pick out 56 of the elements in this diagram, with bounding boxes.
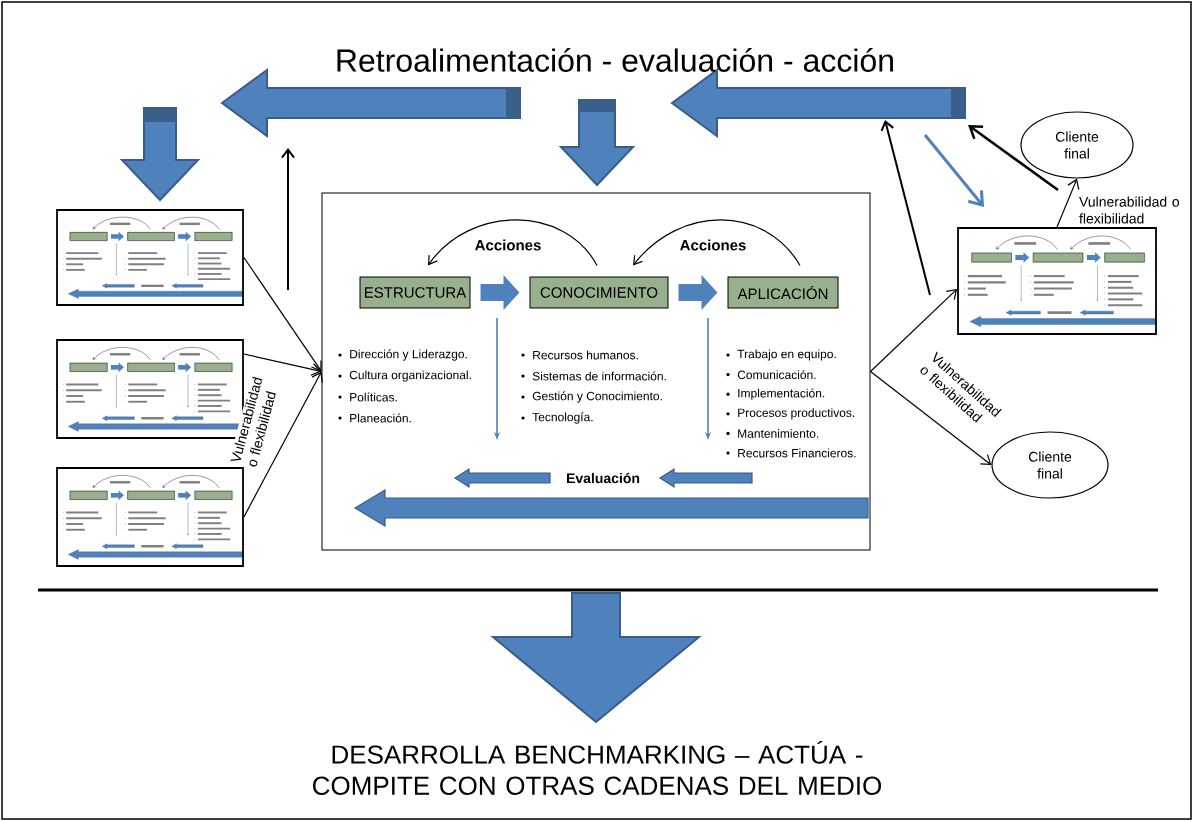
- curved-arrow: [162, 475, 220, 488]
- list-item: Implementación.: [726, 388, 825, 400]
- conclusion-text: DESARROLLA BENCHMARKING – ACTÚA - COMPITE CON OTRAS CADENAS DEL MEDIO: [313, 741, 882, 795]
- diagram-thumbnail: [56, 209, 244, 306]
- stage-box: [69, 232, 108, 241]
- stage-box: [971, 252, 1012, 263]
- stage-box: [127, 362, 175, 372]
- list-item: Tecnología.: [521, 412, 593, 424]
- arrow: [869, 289, 958, 373]
- arrow: [243, 371, 323, 518]
- arrow: [1056, 178, 1080, 228]
- curved-arrow: [162, 216, 220, 230]
- stage-box: [127, 490, 175, 500]
- stage-box: CONOCIMIENTO: [529, 276, 669, 309]
- list-item: Dirección y Liderazgo.: [338, 349, 467, 361]
- edge-label: Acciones: [678, 238, 748, 252]
- stage-box: [127, 232, 175, 241]
- curved-arrow: [162, 347, 220, 360]
- framework-box: [321, 192, 871, 551]
- arrow: [869, 370, 992, 465]
- list-item: Recursos humanos.: [521, 350, 638, 360]
- arrow: [243, 256, 322, 372]
- curved-arrow: [633, 219, 801, 267]
- stage-box: [194, 232, 233, 241]
- list-item: Gestión y Conocimiento.: [521, 391, 662, 403]
- arrow: [923, 134, 985, 208]
- list-item: Procesos productivos.: [726, 408, 855, 420]
- diagram-thumbnail: [957, 227, 1157, 335]
- list-item: Recursos Financieros.: [726, 448, 856, 458]
- stage-box: [194, 490, 233, 500]
- curved-arrow: [1070, 235, 1131, 250]
- list-item: Cultura organizacional.: [338, 370, 471, 382]
- evaluation-label: Evaluación: [567, 472, 640, 484]
- list-item: Sistemas de información.: [521, 371, 666, 381]
- list-item: Planeación.: [338, 413, 411, 423]
- stage-box: ESTRUCTURA: [359, 276, 471, 309]
- title: Retroalimentación - evaluación - acción: [337, 48, 893, 72]
- list-item: Políticas.: [338, 392, 397, 402]
- stage-box: [69, 362, 108, 372]
- diagram-thumbnail: [56, 467, 244, 567]
- list-item: Mantenimiento.: [726, 429, 819, 438]
- stage-box: [1104, 252, 1145, 263]
- curved-arrow: [93, 347, 151, 360]
- stage-box: [69, 490, 108, 500]
- edge-label: Vulnerabilidad o flexibilidad: [1078, 195, 1182, 225]
- curved-arrow: [428, 219, 598, 267]
- curved-arrow: [996, 235, 1058, 250]
- curved-arrow: [93, 216, 151, 230]
- stage-box: [194, 362, 233, 372]
- stage-box: APLICACIÓN: [727, 276, 839, 309]
- curved-arrow: [93, 475, 151, 488]
- list-item: Trabajo en equipo.: [726, 349, 836, 361]
- stage-box: [1032, 252, 1084, 263]
- list-item: Comunicación.: [726, 370, 816, 380]
- edge-label: Acciones: [473, 238, 543, 252]
- arrow: [243, 353, 322, 376]
